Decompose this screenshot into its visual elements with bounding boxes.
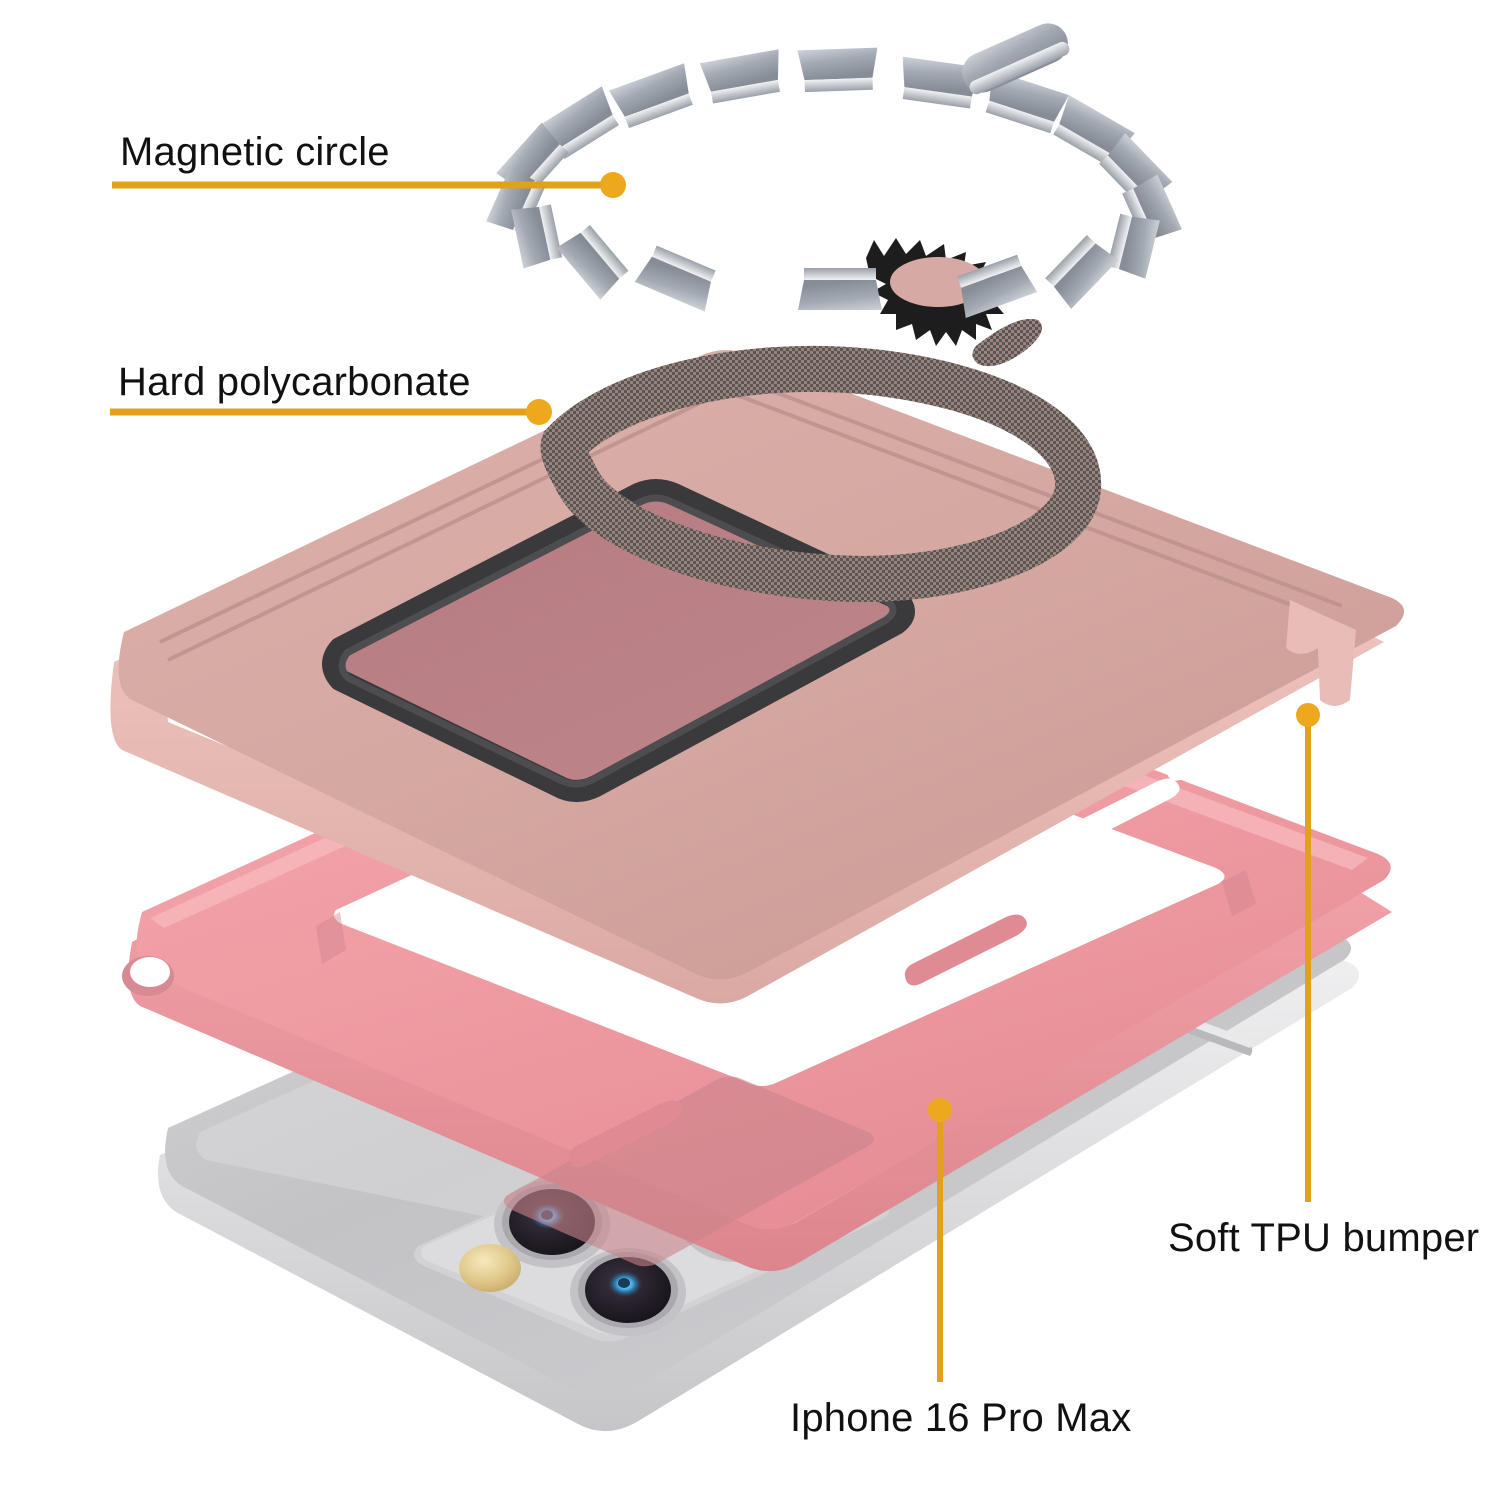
- shell-side-notch: [1286, 600, 1356, 706]
- leader-magnetic-circle: [112, 172, 626, 198]
- leader-hard-polycarbonate: [110, 399, 552, 425]
- magnetic-ring: [486, 23, 1182, 319]
- magnet-segment: [957, 254, 1038, 319]
- magnet-segment: [699, 49, 780, 104]
- sunburst-logo: [866, 238, 1008, 346]
- magnet-segment: [797, 47, 878, 93]
- callout-label-soft-tpu-bumper: Soft TPU bumper: [1168, 1216, 1480, 1260]
- magnet-segment: [985, 70, 1069, 134]
- bumper-button-cutouts-2: [568, 914, 1027, 1168]
- leader-iphone: [928, 1098, 952, 1382]
- camera-lens-3: [570, 1248, 686, 1336]
- camera-flash: [459, 1244, 521, 1292]
- separate-pill-magnet: [962, 23, 1070, 95]
- magnet-segment-highlighted: [511, 204, 563, 269]
- callout-label-hard-polycarbonate: Hard polycarbonate: [118, 360, 471, 404]
- magnet-segment: [608, 63, 693, 129]
- magnet-segment: [1053, 95, 1135, 167]
- callout-label-magnetic-circle: Magnetic circle: [120, 130, 390, 174]
- magsafe-ring-texture: [540, 345, 1102, 602]
- callout-label-iphone-16-pro-max: Iphone 16 Pro Max: [790, 1396, 1132, 1440]
- magnet-segment: [902, 56, 982, 109]
- magnet-segment: [634, 245, 716, 312]
- bumper-button-cutouts: [1048, 719, 1273, 854]
- callout-leaders: [110, 172, 1320, 1382]
- bumper-corner-cutout-left: [122, 956, 174, 996]
- magnet-segment: [1045, 235, 1119, 309]
- magnet-segment: [537, 86, 619, 160]
- magnet-segment: [556, 224, 629, 300]
- magnet-segment: [1107, 213, 1160, 279]
- bumper-grip-ridges: [316, 870, 1256, 964]
- polycarbonate-shell: [110, 238, 1405, 1004]
- shell-pill-texture: [972, 319, 1042, 367]
- leader-soft-tpu-bumper: [1296, 703, 1320, 1202]
- magnet-segment: [798, 268, 882, 310]
